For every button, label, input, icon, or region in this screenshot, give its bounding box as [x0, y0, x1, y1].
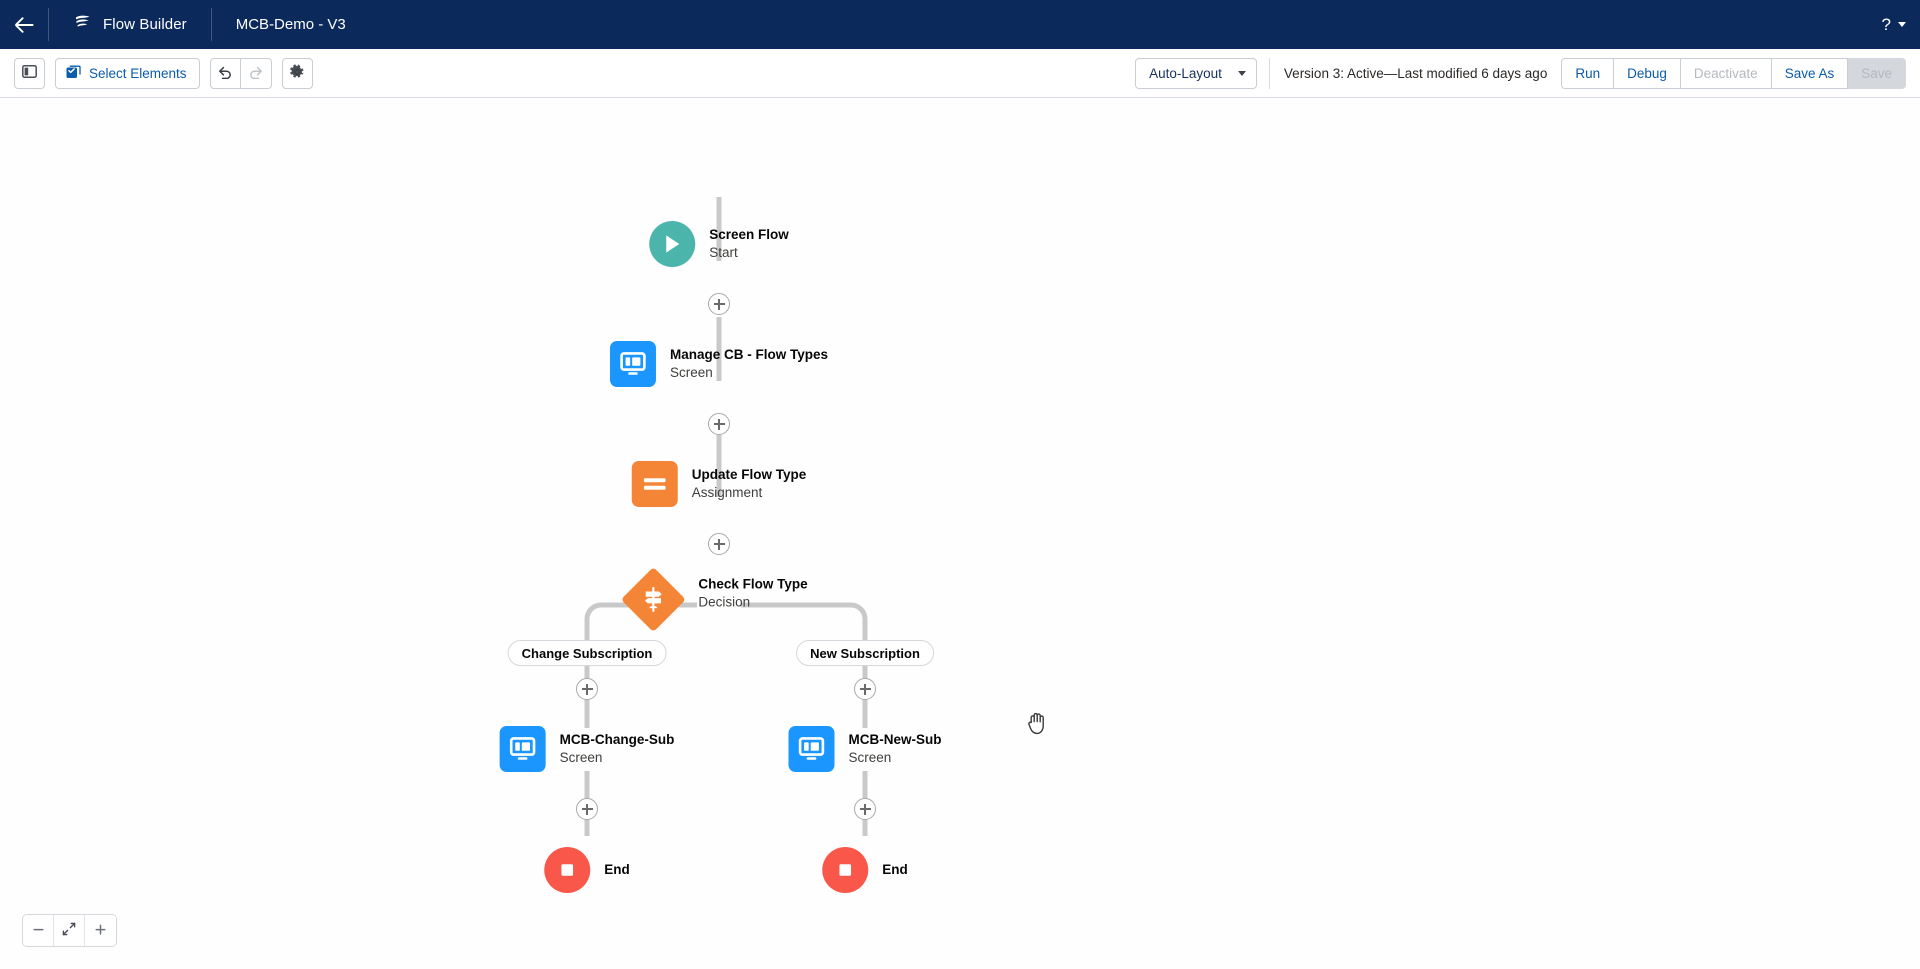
- flow-diagram: Screen Flow Start Manage CB - Flow: [0, 98, 1920, 969]
- node-subtitle: Assignment: [691, 485, 763, 500]
- flow-toolbar: Select Elements: [0, 49, 1920, 98]
- decision-icon: [620, 567, 686, 633]
- flow-builder-icon: [73, 14, 92, 36]
- flow-node-mcb-new-sub[interactable]: MCB-New-Sub Screen: [788, 726, 942, 772]
- node-subtitle: Decision: [698, 595, 751, 610]
- screen-icon: [788, 726, 835, 772]
- layout-mode-select[interactable]: Auto-Layout: [1135, 57, 1257, 89]
- flow-node-end-left[interactable]: End: [544, 847, 630, 893]
- play-icon: [649, 221, 696, 267]
- add-element-button[interactable]: [708, 293, 730, 315]
- gear-icon: [289, 63, 305, 83]
- node-title: Check Flow Type: [698, 576, 808, 592]
- deactivate-button[interactable]: Deactivate: [1680, 57, 1772, 89]
- zoom-fit-button[interactable]: [54, 915, 85, 946]
- plus-icon: [94, 923, 107, 939]
- flow-name-label: MCB-Demo - V3: [235, 16, 346, 33]
- node-subtitle: Screen: [559, 750, 603, 765]
- select-elements-label: Select Elements: [89, 65, 187, 81]
- screen-icon: [609, 341, 656, 387]
- add-element-button[interactable]: [854, 678, 876, 700]
- redo-icon: [248, 65, 264, 82]
- flow-node-check-flow-type[interactable]: Check Flow Type Decision: [620, 567, 808, 634]
- node-subtitle: Screen: [669, 365, 713, 380]
- flow-node-manage-cb-flow-types[interactable]: Manage CB - Flow Types Screen: [609, 341, 829, 387]
- node-title: Screen Flow: [709, 226, 789, 242]
- node-title: Manage CB - Flow Types: [669, 346, 829, 362]
- undo-redo-group: [209, 57, 272, 89]
- run-button[interactable]: Run: [1561, 57, 1615, 89]
- flow-node-update-flow-type[interactable]: Update Flow Type Assignment: [631, 461, 807, 507]
- node-subtitle: Screen: [848, 750, 892, 765]
- branch-label-change-subscription[interactable]: Change Subscription: [507, 640, 667, 666]
- select-elements-icon: [66, 64, 81, 82]
- toolbar-divider: [1268, 57, 1270, 89]
- minus-icon: [32, 923, 45, 939]
- add-element-button[interactable]: [576, 798, 598, 820]
- add-element-button[interactable]: [708, 413, 730, 435]
- toggle-left-panel-button[interactable]: [14, 57, 45, 89]
- connector-start-to-screen1: [716, 197, 722, 261]
- flow-canvas[interactable]: Screen Flow Start Manage CB - Flow: [0, 98, 1920, 969]
- assignment-icon: [631, 461, 678, 507]
- flow-settings-button[interactable]: [281, 57, 313, 89]
- chevron-down-icon: [1898, 22, 1906, 27]
- flow-node-mcb-change-sub[interactable]: MCB-Change-Sub Screen: [499, 726, 675, 772]
- add-element-button[interactable]: [854, 798, 876, 820]
- save-as-button[interactable]: Save As: [1771, 57, 1849, 89]
- flow-node-start[interactable]: Screen Flow Start: [649, 221, 789, 267]
- screen-icon: [499, 726, 546, 772]
- add-element-button[interactable]: [708, 533, 730, 555]
- connector-assignment-to-decision: [716, 435, 722, 497]
- node-title: MCB-Change-Sub: [559, 731, 675, 747]
- app-header: Flow Builder MCB-Demo - V3 ?: [0, 0, 1920, 49]
- app-name-label: Flow Builder: [103, 16, 187, 33]
- save-button[interactable]: Save: [1848, 57, 1906, 89]
- back-button[interactable]: [0, 0, 48, 49]
- node-title: MCB-New-Sub: [848, 731, 942, 747]
- fit-to-view-icon: [62, 922, 76, 939]
- version-status-label: Version 3: Active—Last modified 6 days a…: [1283, 65, 1548, 81]
- app-home-link[interactable]: Flow Builder: [49, 0, 211, 49]
- debug-button[interactable]: Debug: [1614, 57, 1681, 89]
- select-elements-button[interactable]: Select Elements: [55, 57, 200, 89]
- branch-connectors: [584, 602, 868, 658]
- node-title: End: [604, 861, 630, 877]
- toolbar-actions-group: Run Debug Deactivate Save As Save: [1561, 57, 1906, 89]
- end-icon: [544, 847, 591, 893]
- node-title: End: [882, 861, 908, 877]
- zoom-in-button[interactable]: [85, 915, 116, 946]
- node-subtitle: Start: [709, 245, 738, 260]
- header-divider-2: [210, 8, 212, 41]
- undo-button[interactable]: [209, 57, 241, 89]
- redo-button[interactable]: [240, 57, 272, 89]
- undo-icon: [217, 65, 233, 82]
- zoom-out-button[interactable]: [23, 915, 54, 946]
- branch-label-new-subscription[interactable]: New Subscription: [796, 640, 934, 666]
- header-divider-1: [48, 8, 49, 41]
- left-panel-toggle-icon: [22, 65, 37, 81]
- layout-mode-value: Auto-Layout: [1149, 65, 1222, 81]
- help-menu-button[interactable]: ?: [1882, 0, 1906, 49]
- arrow-left-icon: [14, 16, 34, 33]
- flow-node-end-right[interactable]: End: [822, 847, 908, 893]
- zoom-controls: [22, 914, 117, 947]
- end-icon: [822, 847, 869, 893]
- question-mark-icon: ?: [1881, 14, 1891, 34]
- branch-label: Change Subscription: [521, 645, 653, 661]
- add-element-button[interactable]: [576, 678, 598, 700]
- branch-label: New Subscription: [810, 645, 920, 661]
- node-title: Update Flow Type: [691, 466, 807, 482]
- connector-screen1-to-assignment: [716, 317, 722, 381]
- chevron-down-icon: [1237, 70, 1246, 76]
